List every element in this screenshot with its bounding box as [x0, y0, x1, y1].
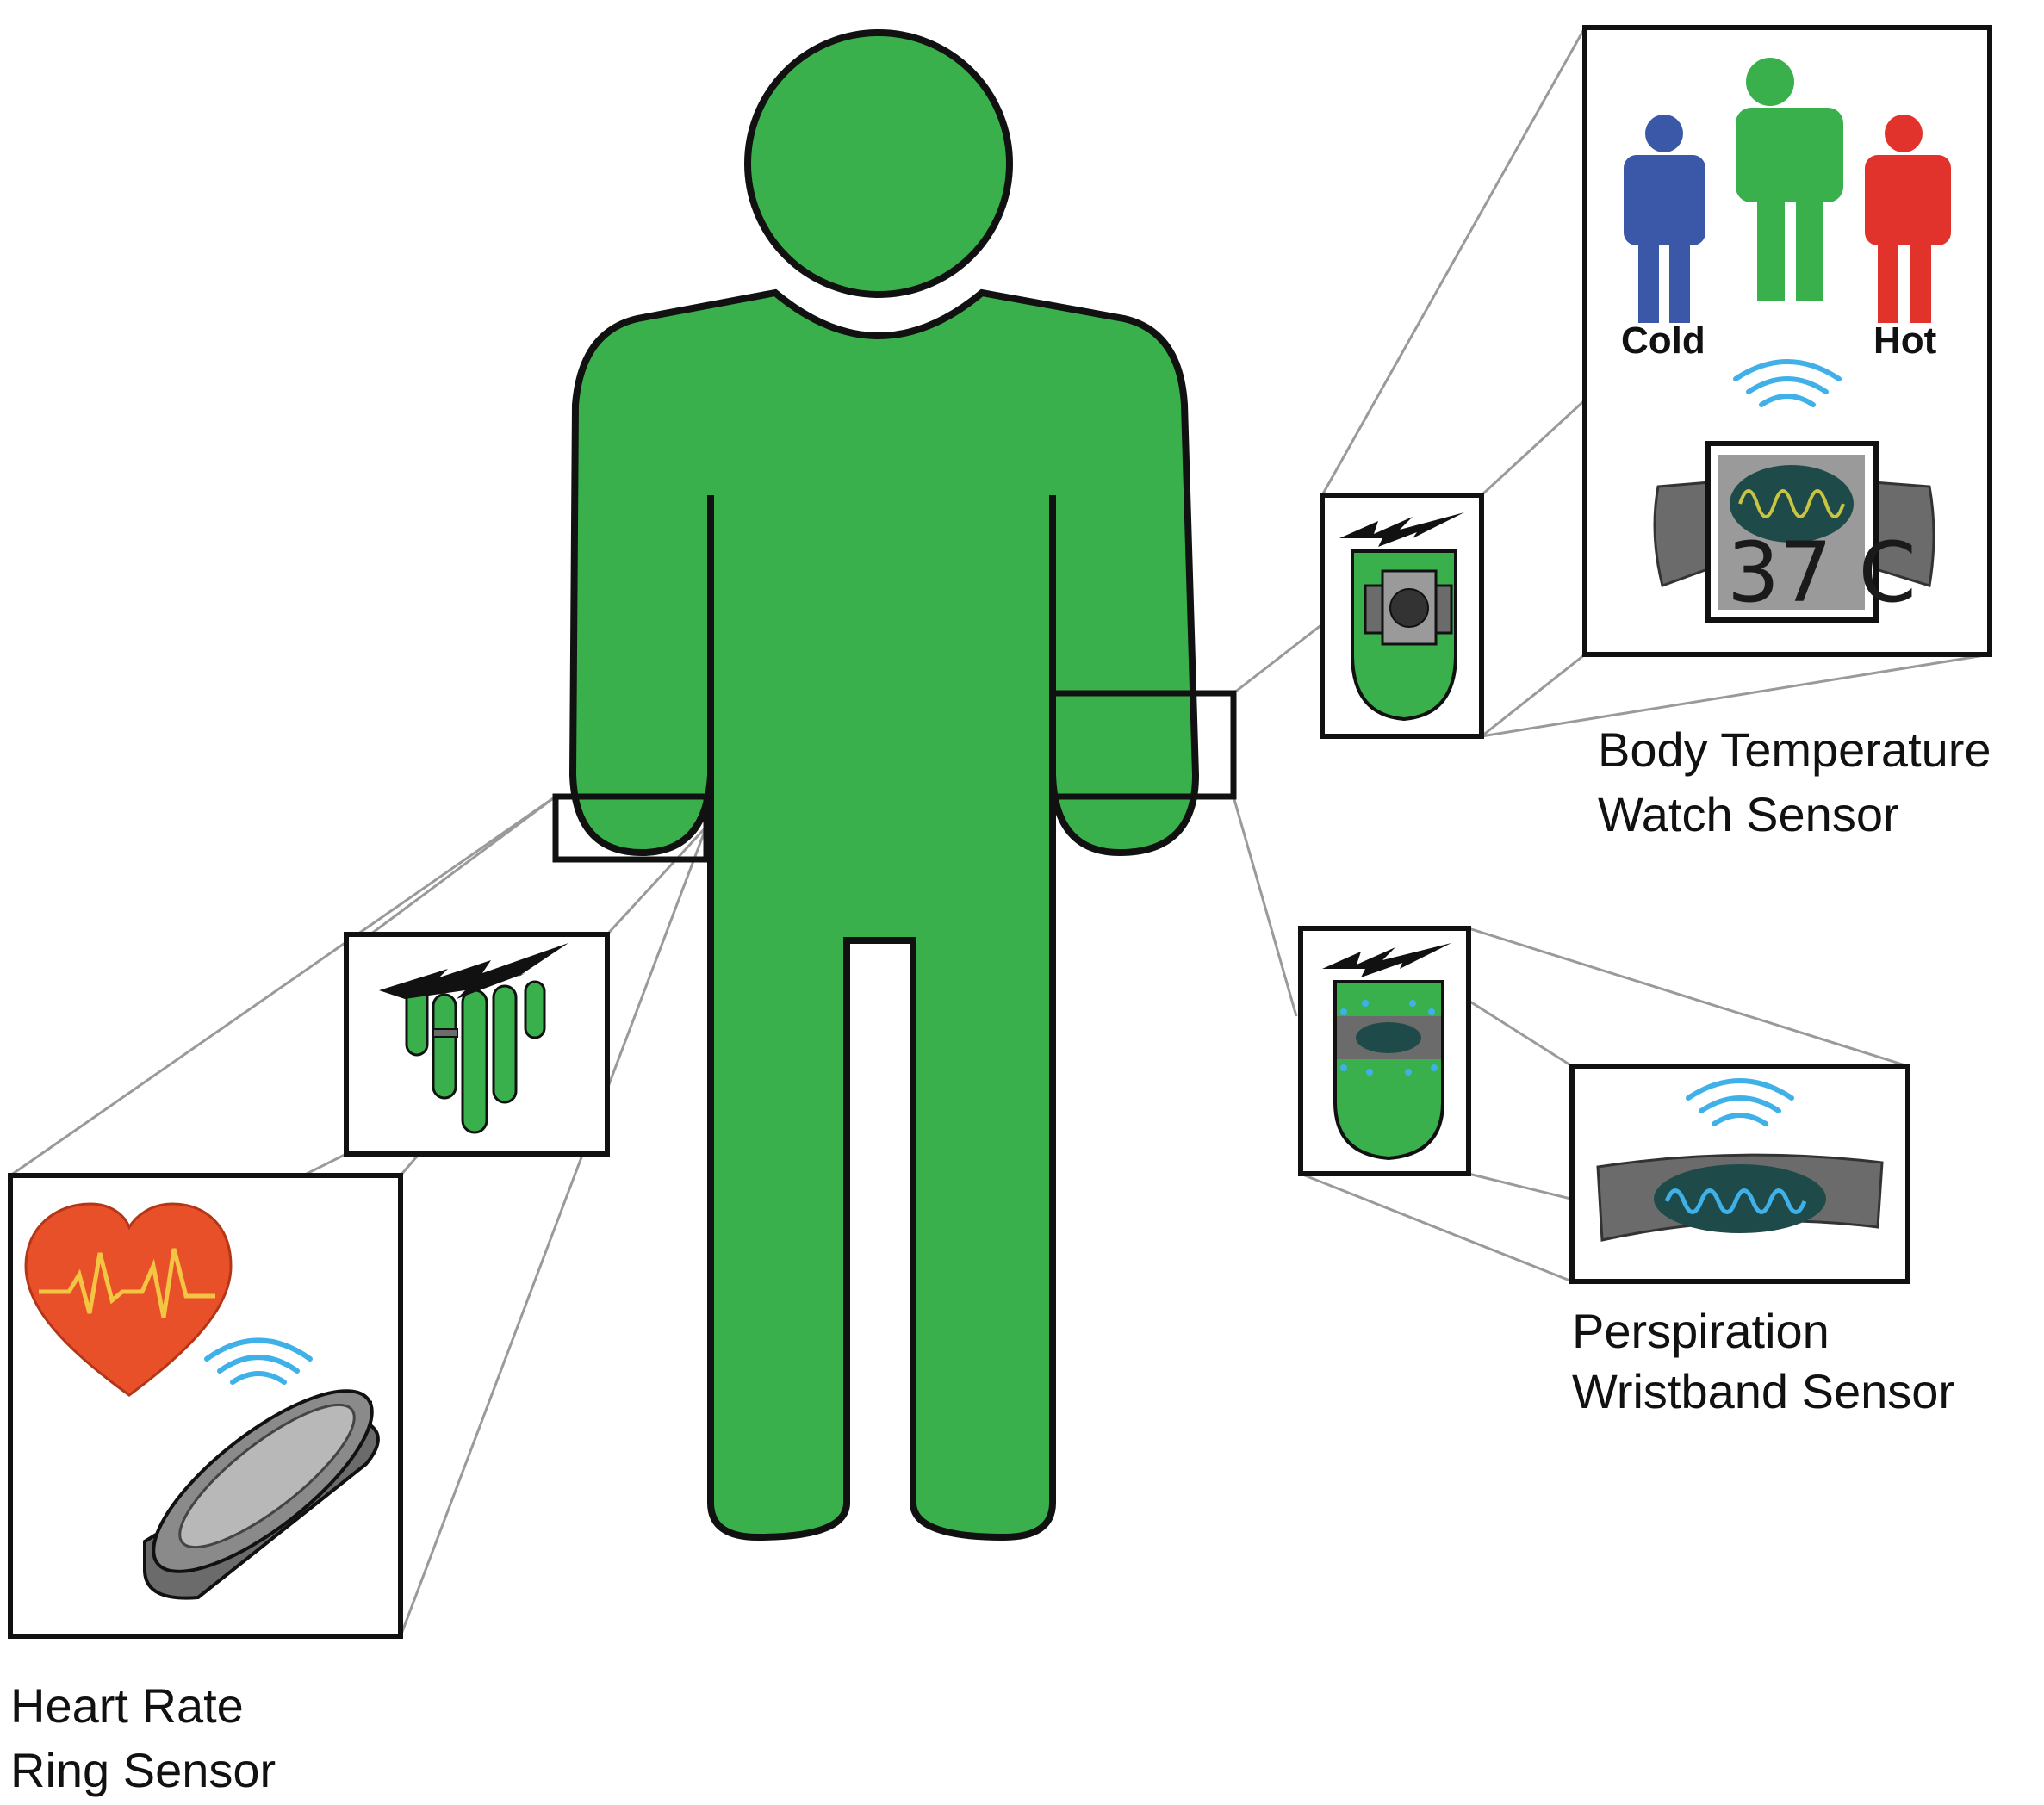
- ring-finger-detail: [344, 932, 610, 1157]
- body-temperature-label-line2: Watch Sensor: [1598, 787, 1899, 841]
- body-temperature-detail: Cold Hot 37 C: [1582, 25, 1992, 657]
- human-figure: [552, 29, 1237, 1541]
- hot-label: Hot: [1873, 319, 1937, 362]
- perspiration-detail: [1569, 1064, 1910, 1284]
- band-arm-detail: [1298, 926, 1471, 1176]
- perspiration-label-line2: Wristband Sensor: [1572, 1364, 1954, 1418]
- cold-label: Cold: [1621, 319, 1705, 362]
- wifi-icon: [1733, 359, 1842, 407]
- heart-rate-label-line2: Ring Sensor: [10, 1743, 276, 1797]
- heart-rate-detail: [8, 1173, 403, 1639]
- body-temperature-label-line1: Body Temperature: [1598, 723, 1991, 777]
- figure-body: [568, 288, 1200, 1541]
- heart-icon: [24, 1202, 233, 1397]
- temperature-readout: 37 C: [1727, 524, 1917, 621]
- heartbeat-wave: [39, 1248, 215, 1318]
- wifi-icon: [204, 1337, 313, 1385]
- cold-person-icon: [1624, 115, 1705, 323]
- heart-rate-label-line1: Heart Rate: [10, 1678, 244, 1733]
- neutral-person-icon: [1736, 58, 1843, 301]
- perspiration-label-line1: Perspiration: [1572, 1304, 1830, 1358]
- ring-icon: [143, 1389, 380, 1600]
- figure-head: [744, 29, 1013, 298]
- watch-arm-detail: [1320, 493, 1484, 739]
- left-wrist-marker: [552, 793, 710, 863]
- wifi-icon: [1686, 1078, 1794, 1126]
- hot-person-icon: [1865, 115, 1951, 323]
- right-wrist-marker: [1049, 690, 1237, 800]
- watch-icon: [1653, 441, 1935, 623]
